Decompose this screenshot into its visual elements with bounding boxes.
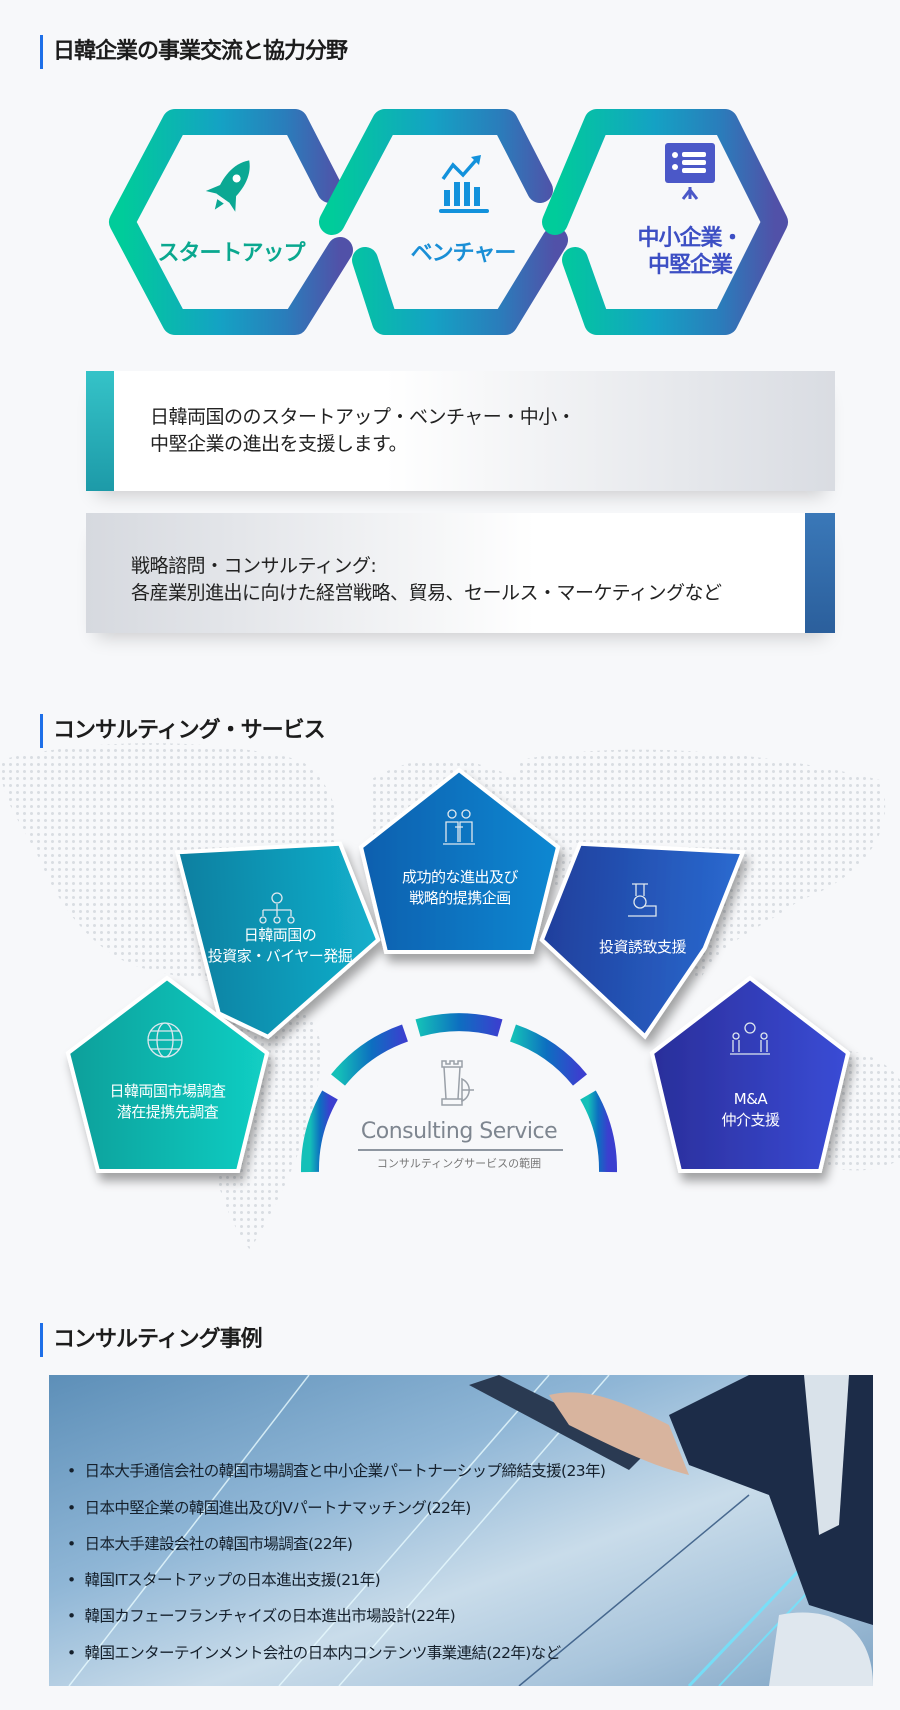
label-line1: 日韓両国の (243, 926, 317, 944)
label-line2: 仲介支援 (721, 1111, 780, 1129)
hand (549, 1392, 689, 1475)
strategy-text-line1: 戦略諮問・コンサルティング: (131, 555, 377, 577)
service-pentagon-market (65, 975, 270, 1173)
service-alliance-label: 成功的な進出及び 戦略的提携企画 (375, 867, 545, 909)
service-investment-label: 投資誘致支援 (598, 938, 687, 956)
strategy-text-line2: 各産業別進出に向けた経営戦略、貿易、セールス・マーケティングなど (131, 582, 722, 604)
label-line1: 成功的な進出及び (401, 868, 519, 886)
tablet (469, 1375, 649, 1470)
service-investors-label: 日韓両国の 投資家・バイヤー発掘 (185, 925, 375, 967)
field-startup-label: スタートアップ (157, 241, 305, 266)
support-text-line1: 日韓両国ののスタートアップ・ベンチャー・中小・ (150, 406, 576, 428)
scope-arc (300, 1013, 618, 1173)
case-item: 日本大手通信会社の韓国市場調査と中小企業パートナーシップ締結支援(23年) (67, 1459, 606, 1481)
section-title-cases: コンサルティング事例 (40, 1323, 263, 1357)
consulting-diagram (0, 743, 900, 1250)
support-text-line2: 中堅企業の進出を支援します。 (150, 433, 408, 455)
chess-rook-icon (441, 1060, 474, 1106)
section-title-fields: 日韓企業の事業交流と協力分野 (40, 35, 348, 69)
accent-bar (86, 371, 114, 491)
strategy-box: 戦略諮問・コンサルティング: 各産業別進出に向けた経営戦略、貿易、セールス・マー… (86, 513, 835, 633)
label-line2: 戦略的提携企画 (409, 889, 511, 907)
label-line2: 投資家・バイヤー発掘 (207, 947, 353, 965)
field-venture-label: ベンチャー (410, 241, 517, 266)
label-line2: 潜在提携先調査 (116, 1103, 219, 1121)
service-pentagon-investors (174, 841, 381, 1040)
hexagon-chain (109, 109, 788, 335)
strategy-text: 戦略諮問・コンサルティング: 各産業別進出に向けた経営戦略、貿易、セールス・マー… (131, 553, 722, 607)
hex-startup-outline (109, 109, 353, 335)
field-sme-label-line2: 中堅企業 (647, 253, 733, 278)
label-line1: 日韓両国市場調査 (109, 1082, 226, 1100)
consulting-center-title: Consulting Service (360, 1119, 558, 1144)
service-pentagon-investment (539, 841, 746, 1040)
service-pentagon-alliance (358, 767, 561, 954)
deal-idea-icon (730, 1022, 770, 1055)
case-item: 韓国カフェーフランチャイズの日本進出市場設計(22年) (67, 1604, 456, 1626)
presentation-board-icon (665, 143, 715, 200)
service-pentagon-ma (649, 975, 851, 1173)
coins-icon (628, 883, 657, 917)
globe-icon (147, 1022, 183, 1058)
case-item: 韓国エンターテインメント会社の日本内コンテンツ事業連結(22年)など (67, 1641, 562, 1663)
service-ma-label: M&A 仲介支援 (668, 1089, 833, 1131)
label-line1: M&A (733, 1090, 768, 1108)
section-title-consulting: コンサルティング・サービス (40, 714, 326, 748)
rocket-icon (205, 160, 250, 212)
support-text: 日韓両国ののスタートアップ・ベンチャー・中小・ 中堅企業の進出を支援します。 (150, 404, 576, 458)
hex-venture-outline (319, 109, 568, 335)
service-market-label: 日韓両国市場調査 潜在提携先調査 (85, 1081, 250, 1123)
accent-bar (805, 513, 835, 633)
network-idea-icon (259, 892, 295, 924)
field-sme-label-line1: 中小企業・ (637, 226, 743, 251)
growth-chart-icon (439, 155, 489, 213)
consulting-center-subtitle: コンサルティングサービスの範囲 (376, 1157, 542, 1170)
business-tablet-photo (68, 1375, 873, 1686)
cases-photo-panel: 日本大手通信会社の韓国市場調査と中小企業パートナーシップ締結支援(23年) 日本… (49, 1375, 873, 1686)
case-item: 日本大手建設会社の韓国市場調査(22年) (67, 1532, 353, 1554)
field-sme-label: 中小企業・ 中堅企業 (600, 225, 780, 279)
partners-icon (443, 809, 475, 845)
support-box: 日韓両国ののスタートアップ・ベンチャー・中小・ 中堅企業の進出を支援します。 (86, 371, 835, 491)
case-item: 日本中堅企業の韓国進出及びJVパートナマッチング(22年) (67, 1496, 472, 1518)
case-item: 韓国ITスタートアップの日本進出支援(21年) (67, 1568, 381, 1590)
hex-sme-outline (542, 109, 788, 335)
